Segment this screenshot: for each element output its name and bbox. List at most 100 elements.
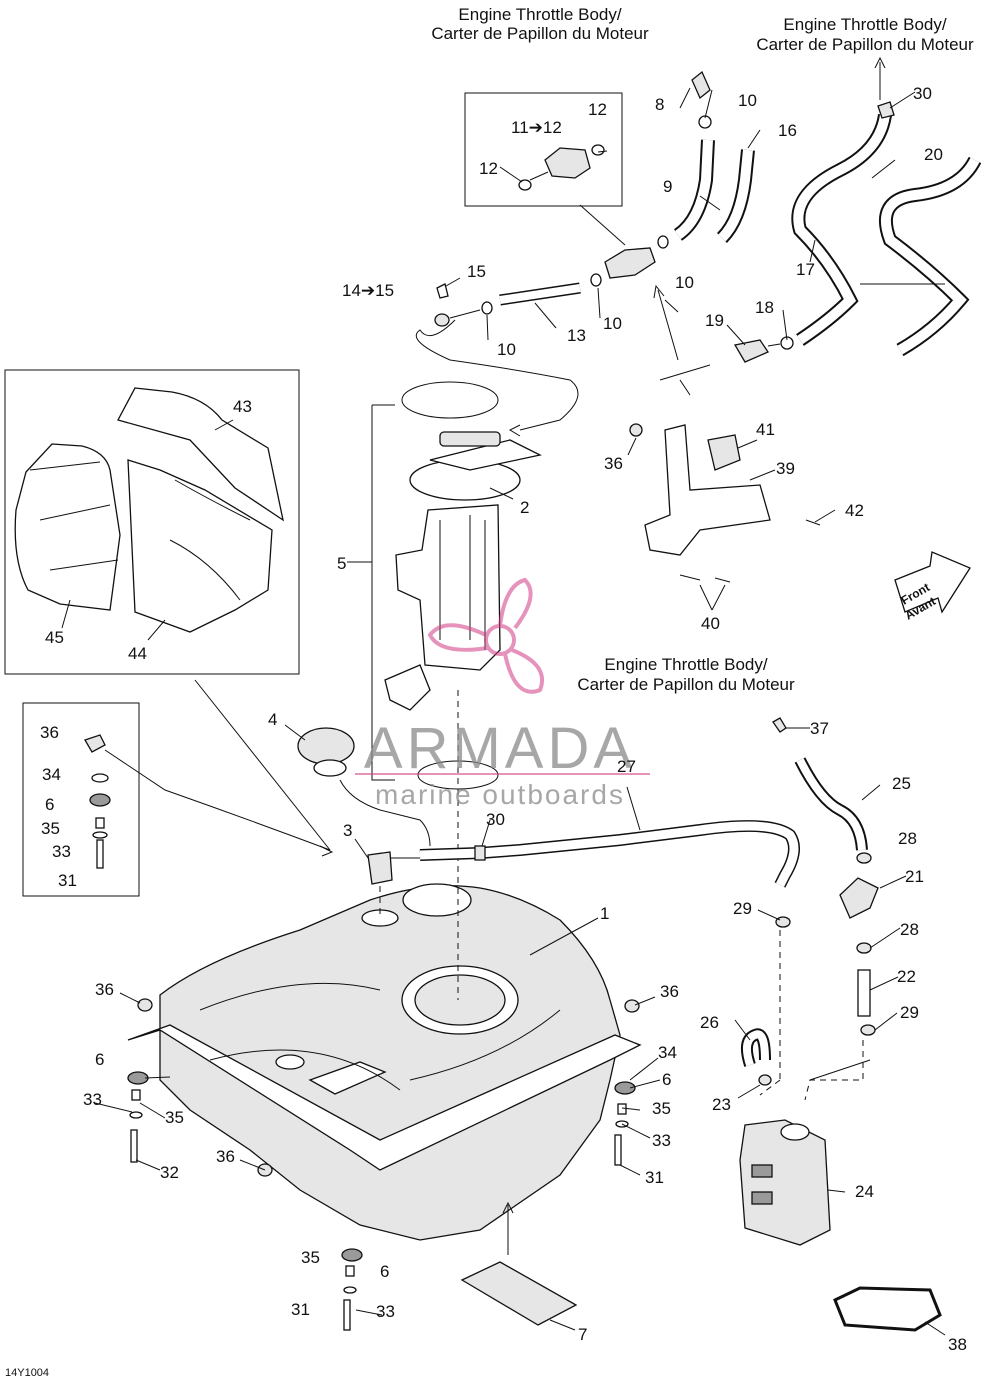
screws-40[interactable] xyxy=(679,574,731,583)
clamp-10c[interactable] xyxy=(657,235,669,249)
callout-21: 21 xyxy=(905,867,924,886)
bracket-39[interactable] xyxy=(644,424,771,556)
bolt-31-inset[interactable] xyxy=(96,839,104,869)
spacer-35-inset[interactable] xyxy=(95,817,105,829)
callout-2: 2 xyxy=(520,498,529,517)
callout-41: 41 xyxy=(756,420,775,439)
grommet-6-right[interactable] xyxy=(614,1081,636,1095)
bolt-31-right[interactable] xyxy=(614,1134,622,1166)
clamp-12a[interactable] xyxy=(518,179,532,191)
figure-reference: 14Y1004 xyxy=(5,1367,49,1379)
callout-31-right: 31 xyxy=(645,1168,664,1187)
nut-36-bracket[interactable] xyxy=(629,423,643,437)
clip-41[interactable] xyxy=(707,434,741,471)
heat-shield-44[interactable] xyxy=(127,459,273,633)
lock-ring[interactable] xyxy=(401,381,499,419)
hose-17-inner xyxy=(793,114,890,345)
evap-canister-24[interactable] xyxy=(739,1119,831,1246)
fuel-cap[interactable] xyxy=(297,727,355,765)
shield-leader xyxy=(194,679,331,851)
fuel-hose-13-inner xyxy=(499,284,581,304)
rollover-valve[interactable] xyxy=(367,851,393,885)
retainer-15[interactable] xyxy=(436,283,449,299)
hose-clamp-30[interactable] xyxy=(474,845,486,861)
grommet-6-bottom[interactable] xyxy=(341,1248,363,1262)
callout-29b: 29 xyxy=(900,1003,919,1022)
bolt-32-left[interactable] xyxy=(130,1129,138,1163)
clamp-28b[interactable] xyxy=(856,942,872,954)
check-valve-21[interactable] xyxy=(839,877,879,919)
connector-19[interactable] xyxy=(733,339,769,363)
connector-19-nipple xyxy=(767,343,781,347)
clamp-30b[interactable] xyxy=(877,101,895,119)
clamp-23[interactable] xyxy=(758,1074,772,1086)
callout-35-left: 35 xyxy=(165,1108,184,1127)
canister-dash-line xyxy=(804,1040,864,1101)
front-direction-arrow xyxy=(894,551,971,614)
inset-leader xyxy=(104,749,331,851)
callout-35-inset: 35 xyxy=(41,819,60,838)
callout-8: 8 xyxy=(655,95,664,114)
washer-33-bottom[interactable] xyxy=(343,1286,357,1294)
callout-12b: 12 xyxy=(479,159,498,178)
hose-22[interactable] xyxy=(857,969,871,1017)
nut-36-inset[interactable] xyxy=(84,734,106,753)
spacer-35-bottom[interactable] xyxy=(345,1265,355,1277)
screw-42[interactable] xyxy=(805,519,821,526)
bolt-31-bottom[interactable] xyxy=(343,1299,351,1331)
hose-26-inner xyxy=(742,1030,769,1067)
callout-27: 27 xyxy=(617,757,636,776)
callout-31-inset: 31 xyxy=(58,871,77,890)
clamp-12b[interactable] xyxy=(591,144,605,156)
callout-5: 5 xyxy=(337,554,346,573)
washer-34-inset[interactable] xyxy=(91,773,109,783)
clamp-10a[interactable] xyxy=(481,301,493,315)
fuel-filter[interactable] xyxy=(544,147,591,179)
washer-33-inset[interactable] xyxy=(92,831,108,839)
vent-dash-line xyxy=(759,930,781,1096)
quick-connector-14[interactable] xyxy=(434,313,450,327)
callout-10a: 10 xyxy=(738,91,757,110)
washer-33-left[interactable] xyxy=(129,1111,143,1119)
nut-36-right[interactable] xyxy=(624,999,640,1013)
clamp-28a[interactable] xyxy=(856,852,872,864)
grommet-6-inset[interactable] xyxy=(89,793,111,807)
item-5-bracket xyxy=(371,404,395,781)
callout-25: 25 xyxy=(892,774,911,793)
spacer-35-left[interactable] xyxy=(131,1089,141,1101)
nut-36-left[interactable] xyxy=(137,998,153,1012)
clamp-29a[interactable] xyxy=(775,916,791,928)
tank-mounting-flange xyxy=(127,1024,642,1171)
callout-22: 22 xyxy=(897,967,916,986)
tank-sender-port xyxy=(275,1054,305,1070)
heat-shield-43[interactable] xyxy=(117,387,284,522)
banjo-fitting-8[interactable] xyxy=(691,70,711,100)
callout-20: 20 xyxy=(924,145,943,164)
canister-gasket-38[interactable] xyxy=(833,1286,942,1332)
fuel-pump-body[interactable] xyxy=(395,504,501,671)
callout-numbers: 1 2 3 4 5 6 6 6 6 7 8 9 10 10 10 10 11➔1… xyxy=(40,84,967,1354)
clamp-37[interactable] xyxy=(772,717,787,733)
throttle-body-label-2a: Engine Throttle Body/ xyxy=(783,15,946,34)
callout-34-right: 34 xyxy=(658,1043,677,1062)
callout-16: 16 xyxy=(778,121,797,140)
callout-31-bottom: 31 xyxy=(291,1300,310,1319)
heat-shield-contours xyxy=(29,461,251,601)
callout-40: 40 xyxy=(701,614,720,633)
spacer-35-right[interactable] xyxy=(617,1103,627,1115)
tank-pad-7[interactable] xyxy=(460,1261,578,1326)
callout-36-left: 36 xyxy=(95,980,114,999)
callout-36-bottom: 36 xyxy=(216,1147,235,1166)
callout-28a: 28 xyxy=(898,829,917,848)
callout-36-inset: 36 xyxy=(40,723,59,742)
callout-42: 42 xyxy=(845,501,864,520)
bracket-arrow xyxy=(679,379,691,396)
throttle-body-label-1b: Carter de Papillon du Moteur xyxy=(431,24,649,43)
inline-fuel-filter[interactable] xyxy=(604,247,656,279)
return-line-lead xyxy=(659,364,711,381)
filter-leader xyxy=(579,204,626,246)
clamp-29b[interactable] xyxy=(860,1024,876,1036)
heat-shield-45[interactable] xyxy=(14,443,121,611)
clamp-10b[interactable] xyxy=(590,273,602,287)
